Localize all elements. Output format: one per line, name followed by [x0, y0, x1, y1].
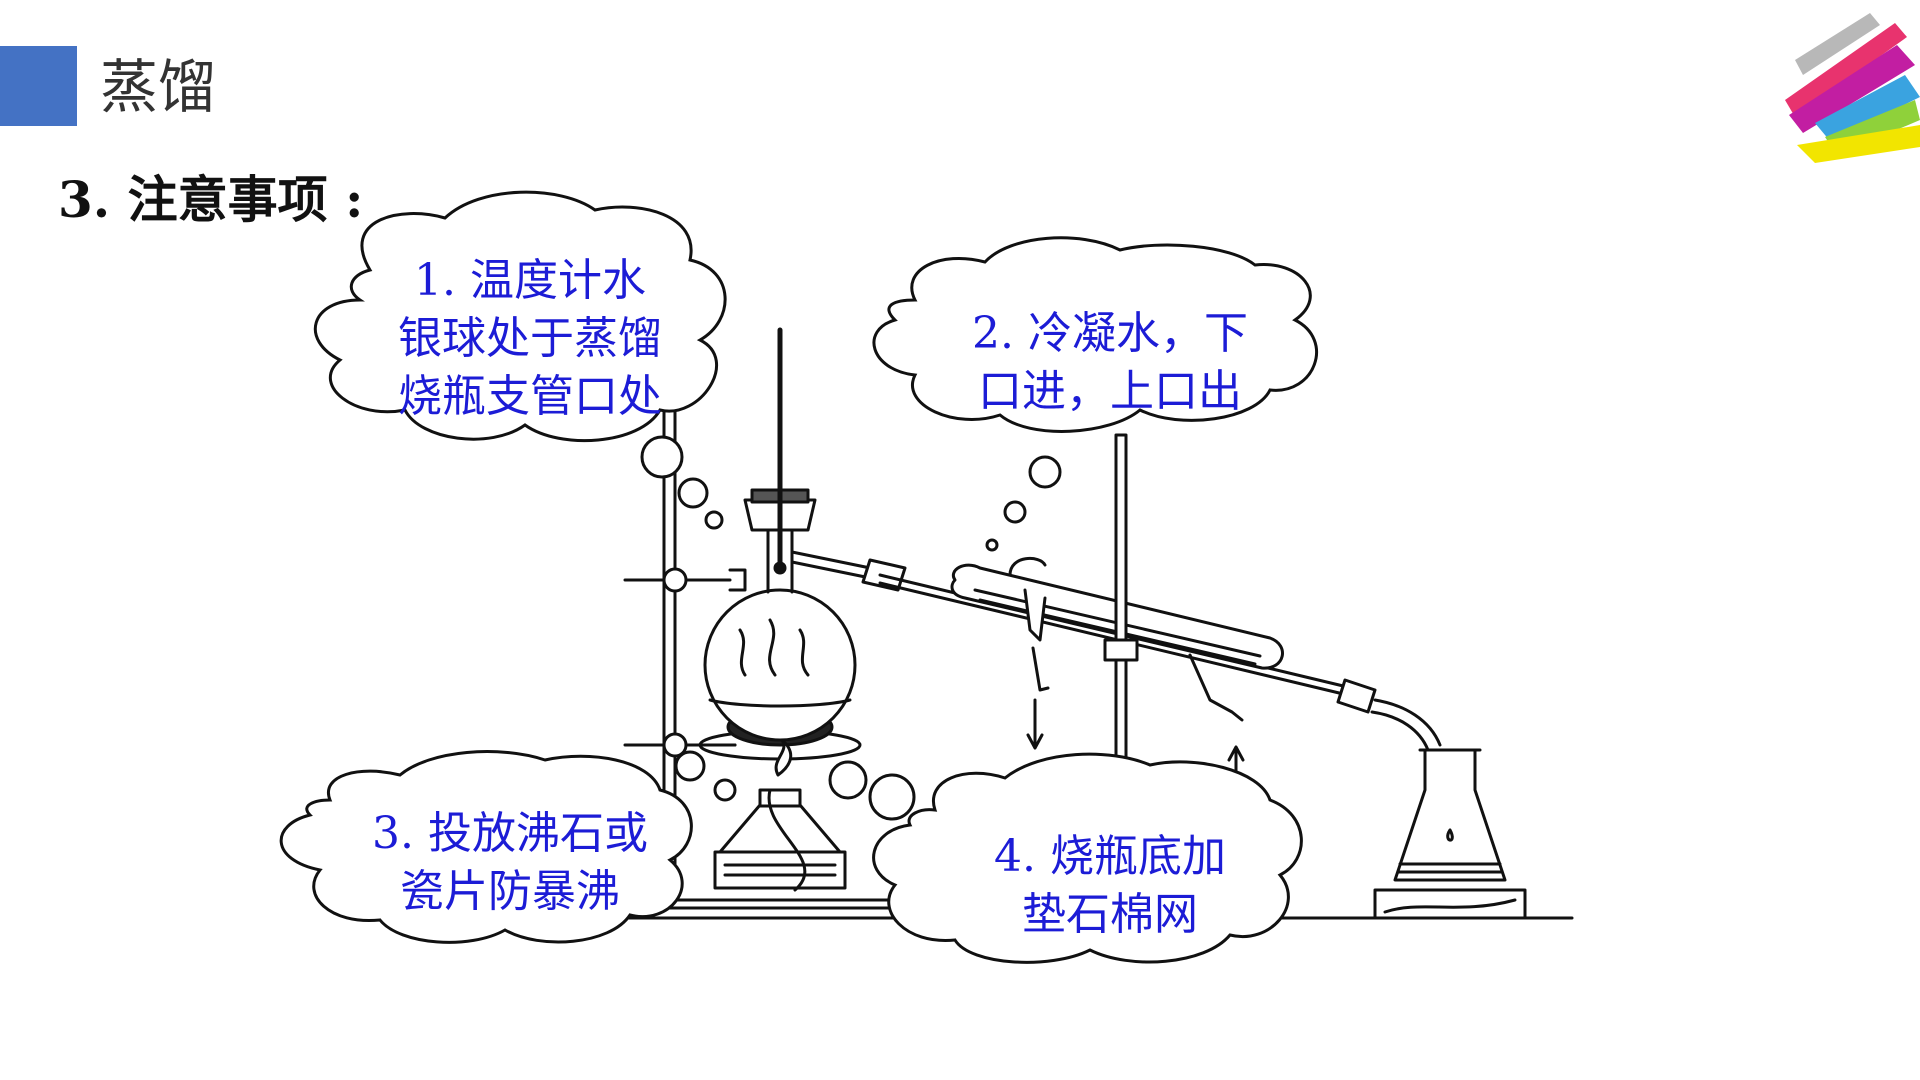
- note-cooling-water: 2. 冷凝水，下 口进，上口出: [930, 305, 1290, 421]
- note-4-line-2: 垫石棉网: [1022, 889, 1198, 940]
- note-3-line-2: 瓷片防暴沸: [400, 866, 620, 917]
- note-2-line-2: 口进，上口出: [978, 366, 1242, 417]
- note-boiling-chips: 3. 投放沸石或 瓷片防暴沸: [330, 805, 690, 921]
- cloud-note-3: [279, 750, 693, 944]
- note-2-line-1: 2. 冷凝水，下: [972, 308, 1248, 359]
- note-1-line-2: 银球处于蒸馏: [398, 313, 662, 364]
- note-thermometer-position: 1. 温度计水 银球处于蒸馏 烧瓶支管口处: [360, 252, 700, 426]
- note-4-line-1: 4. 烧瓶底加: [994, 831, 1226, 882]
- page-title: 蒸馏: [100, 53, 217, 121]
- note-3-line-1: 3. 投放沸石或: [372, 808, 648, 859]
- title-accent-block: [0, 46, 77, 126]
- cloud-note-4: [872, 752, 1303, 964]
- section-heading: 3. 注意事项 :: [58, 170, 364, 229]
- cloud-note-1: [313, 190, 727, 443]
- note-asbestos-gauze: 4. 烧瓶底加 垫石棉网: [940, 828, 1280, 944]
- note-1-line-1: 1. 温度计水: [414, 255, 646, 306]
- cloud-note-2: [872, 236, 1319, 433]
- logo-stripes-icon: [1785, 13, 1920, 163]
- note-1-line-3: 烧瓶支管口处: [398, 371, 662, 422]
